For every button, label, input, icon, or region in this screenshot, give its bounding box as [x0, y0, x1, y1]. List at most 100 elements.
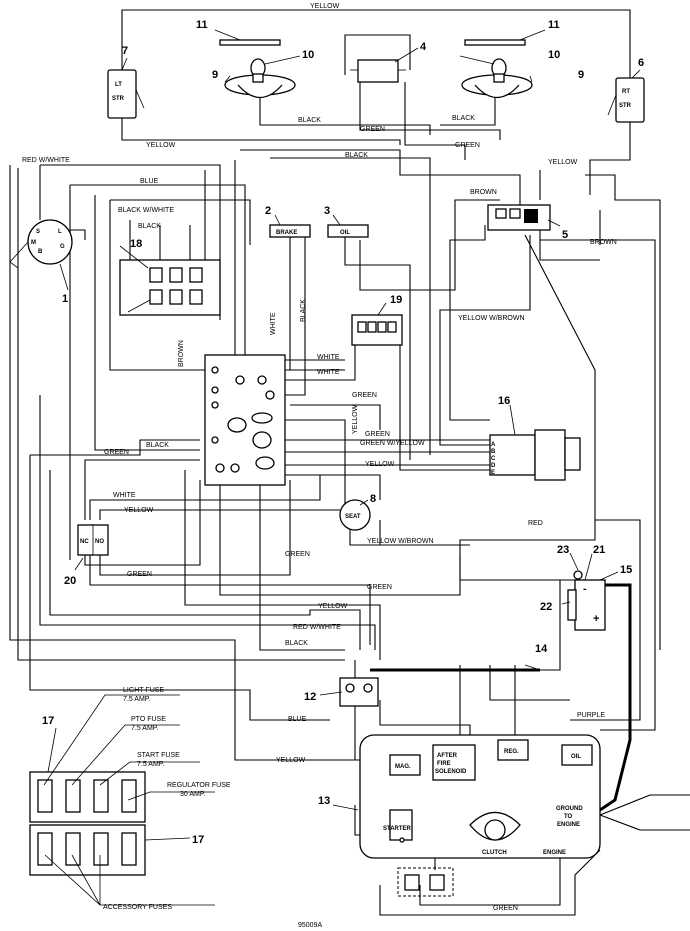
wire-label: BROWN: [470, 189, 497, 196]
callout-3: 3: [324, 205, 330, 217]
oil-indicator: OIL: [327, 224, 369, 238]
multi-pin-connector: A B C D E: [489, 429, 581, 481]
svg-text:ENGINE: ENGINE: [543, 850, 566, 856]
wire-label: YELLOW: [310, 3, 340, 10]
callout-13: 13: [318, 795, 330, 807]
wire-label: YELLOW: [352, 404, 359, 434]
terminal-strip: [486, 199, 551, 231]
svg-text:+: +: [593, 613, 599, 625]
callout-1: 1: [62, 293, 68, 305]
callout-11-left: 11: [196, 19, 208, 31]
svg-text:CLUTCH: CLUTCH: [482, 850, 507, 856]
wire-label: PURPLE: [577, 712, 605, 719]
wire-label: RED W/WHITE: [22, 157, 70, 164]
wire-label: GREEN: [455, 142, 480, 149]
wire-label: YELLOW: [146, 142, 176, 149]
wire-label: WHITE: [270, 312, 277, 335]
svg-text:-: -: [583, 583, 587, 595]
svg-text:OIL: OIL: [340, 230, 350, 236]
wire-label: GREEN: [127, 571, 152, 578]
fuse-block-lower: [29, 824, 146, 876]
svg-text:SEAT: SEAT: [345, 514, 361, 520]
callout-11-right: 11: [548, 19, 560, 31]
svg-text:LT: LT: [115, 82, 122, 88]
svg-text:M: M: [31, 240, 36, 246]
callout-19: 19: [390, 294, 402, 306]
svg-text:RT: RT: [622, 89, 630, 95]
callout-20: 20: [64, 575, 76, 587]
light-fuse-rating: 7.5 AMP.: [123, 696, 151, 703]
wire-label: GREEN: [360, 126, 385, 133]
wire-label: YELLOW: [548, 159, 578, 166]
wire-label: BLACK: [146, 442, 169, 449]
svg-text:S: S: [36, 229, 40, 235]
wire-label: BLACK: [452, 115, 475, 122]
wire-label: RED: [528, 520, 543, 527]
callout-8: 8: [370, 493, 376, 505]
wire-label: BLACK: [298, 117, 321, 124]
svg-text:STR: STR: [619, 103, 632, 109]
wire-label: BLUE: [288, 716, 307, 723]
wire-label: YELLOW: [124, 507, 154, 514]
part-number: 95009A: [298, 922, 322, 929]
diode-module: [351, 314, 403, 346]
wire-label: BLACK W/WHITE: [118, 207, 174, 214]
svg-text:REG.: REG.: [504, 749, 519, 755]
svg-text:L: L: [58, 229, 62, 235]
wire-label: YELLOW W/BROWN: [367, 538, 434, 545]
callout-4: 4: [420, 41, 427, 53]
regulator-fuse-label: REGULATOR FUSE: [167, 782, 231, 789]
callout-9-left: 9: [212, 69, 218, 81]
fuse-leaders: [43, 694, 215, 906]
wire-label: BLACK: [138, 223, 161, 230]
callout-numbers: 1 2 3 4 5 6 7 8 9 9 10 10 11 11 12 13 14…: [42, 19, 644, 846]
svg-text:B: B: [491, 449, 496, 455]
wire-label: YELLOW W/BROWN: [458, 315, 525, 322]
svg-text:STR: STR: [112, 96, 125, 102]
svg-text:OIL: OIL: [571, 754, 581, 760]
wire-label: GREEN: [104, 449, 129, 456]
callout-16: 16: [498, 395, 510, 407]
pto-fuse-rating: 7.5 AMP.: [131, 725, 159, 732]
callout-5: 5: [562, 229, 568, 241]
callout-12: 12: [304, 691, 316, 703]
svg-text:TO: TO: [564, 814, 573, 820]
central-junction-block: [204, 354, 286, 486]
wire-label: GREEN: [367, 584, 392, 591]
wire-label: GREEN: [365, 431, 390, 438]
callout-15: 15: [620, 564, 632, 576]
fuse-legend: LIGHT FUSE 7.5 AMP. PTO FUSE 7.5 AMP. ST…: [103, 687, 231, 911]
svg-text:MAG.: MAG.: [395, 764, 411, 770]
light-fuse-label: LIGHT FUSE: [123, 687, 164, 694]
right-light-lens: [464, 39, 526, 46]
wire-label: YELLOW: [276, 757, 306, 764]
callout-18: 18: [130, 238, 142, 250]
wire-label: WHITE: [317, 354, 340, 361]
svg-text:AFTER: AFTER: [437, 753, 458, 759]
svg-text:ENGINE: ENGINE: [557, 822, 580, 828]
wire-label: GREEN: [285, 551, 310, 558]
callout-9-right: 9: [578, 69, 584, 81]
svg-text:C: C: [491, 456, 496, 462]
svg-text:A: A: [491, 442, 496, 448]
wire-label: GREEN: [493, 905, 518, 912]
left-light-lens: [219, 39, 281, 46]
svg-text:D: D: [491, 463, 496, 469]
left-headlight: [224, 58, 296, 99]
callout-2: 2: [265, 205, 271, 217]
callout-10-left: 10: [302, 49, 314, 61]
right-headlight: [461, 58, 533, 99]
callout-17-upper: 17: [42, 715, 54, 727]
regulator-fuse-rating: 30 AMP.: [180, 791, 206, 798]
wire-label: BLACK: [345, 152, 368, 159]
wire-label: BLUE: [140, 178, 159, 185]
wire-label: YELLOW: [365, 461, 395, 468]
wire-label: WHITE: [113, 492, 136, 499]
left-turn-signal-switch: LT STR: [107, 69, 145, 119]
wire-label: BLACK: [300, 299, 307, 322]
svg-text:NO: NO: [95, 539, 104, 545]
fuse-block-upper: [29, 771, 146, 823]
clutch-relay-pair: [397, 867, 454, 897]
svg-text:B: B: [38, 249, 43, 255]
